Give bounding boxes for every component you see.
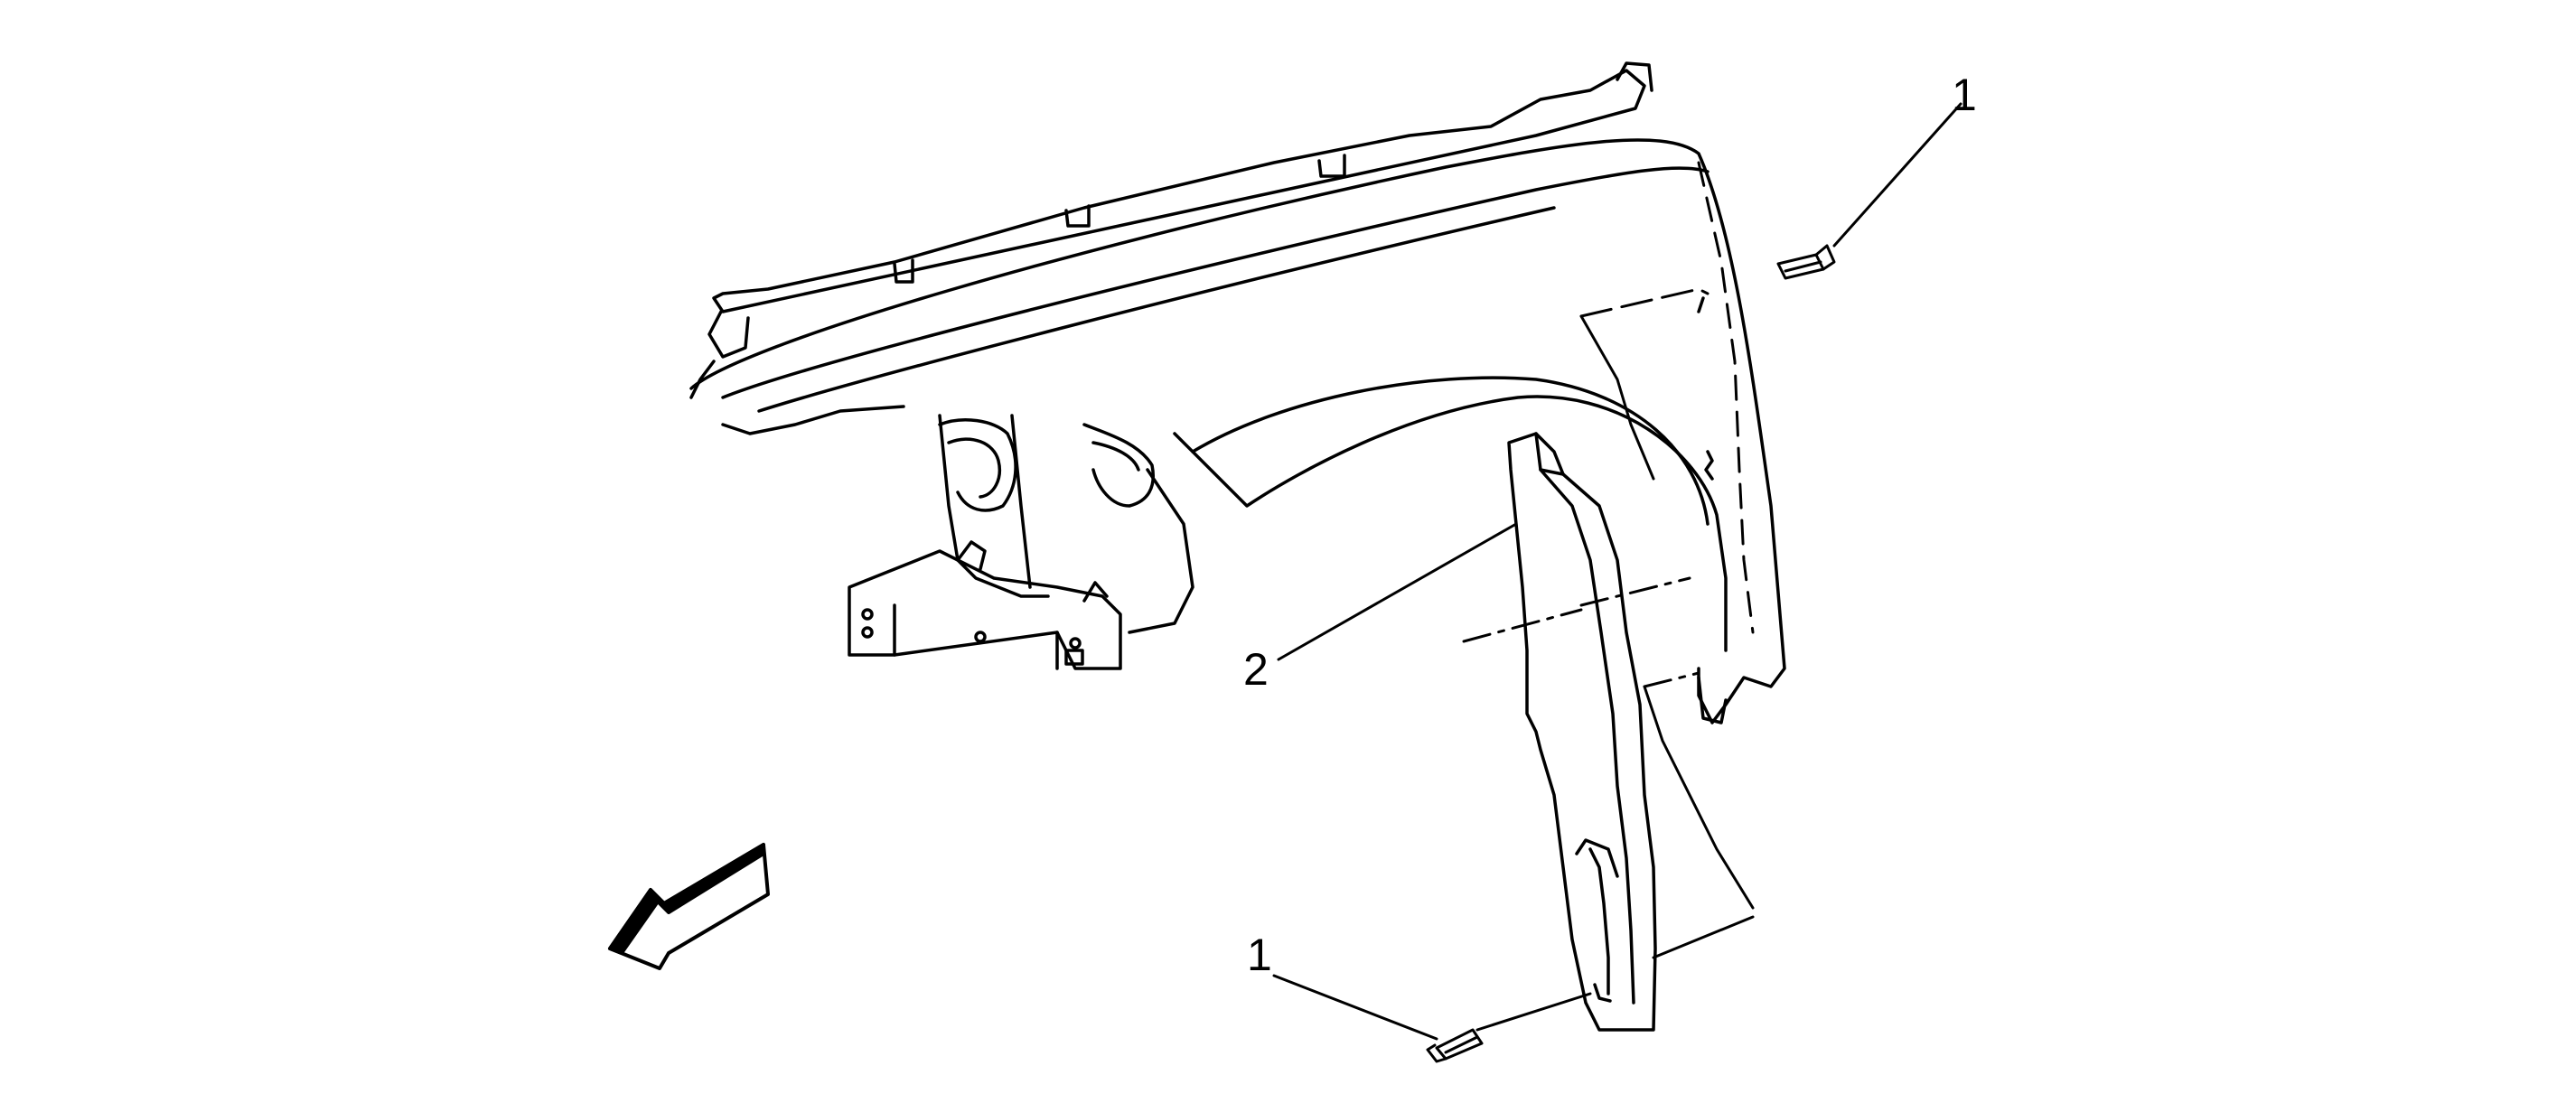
- push-pin-fastener-icon-top: [1776, 244, 1836, 280]
- fender-liner-icon: [1507, 432, 1657, 1032]
- push-pin-fastener-icon-bottom: [1426, 1028, 1484, 1063]
- callout-label-1-bottom: 1: [1247, 930, 1272, 980]
- alignment-lines: [1462, 287, 1755, 1032]
- forward-direction-arrow-icon: [608, 843, 770, 970]
- leader-lines: [1272, 102, 1962, 1041]
- fender-panel-icon: [689, 61, 1786, 724]
- callout-label-1-top: 1: [1952, 70, 1977, 120]
- inner-apron-bracket: [848, 414, 1194, 670]
- callout-label-2: 2: [1243, 644, 1269, 695]
